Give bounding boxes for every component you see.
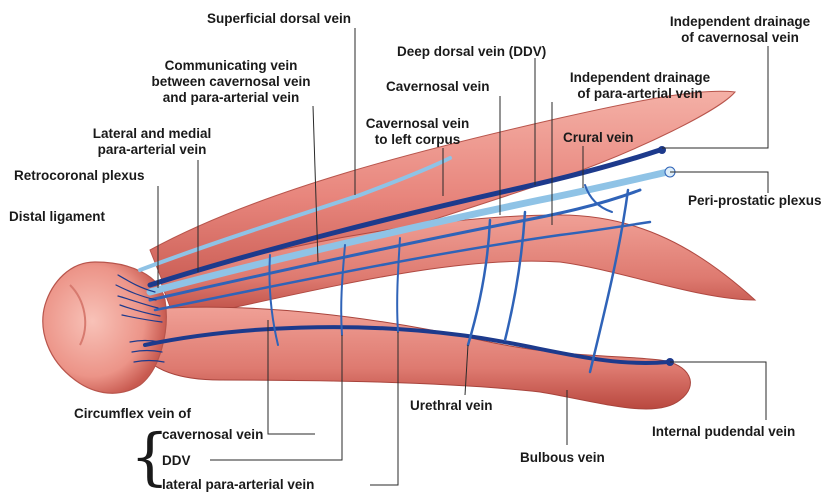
label-distal-ligament: Distal ligament (9, 209, 105, 225)
label-superficial-dorsal-vein: Superficial dorsal vein (207, 11, 351, 27)
label-cavernosal-left-corpus-line2: to left corpus (355, 132, 480, 148)
label-communicating-vein-line2: between cavernosal vein (136, 74, 326, 90)
label-peri-prostatic-plexus: Peri-prostatic plexus (688, 193, 822, 209)
corpus-spongiosum (140, 307, 690, 409)
label-lateral-medial-para-arterial-line2: para-arterial vein (72, 142, 232, 158)
label-lateral-medial-para-arterial: Lateral and medial para-arterial vein (72, 126, 232, 158)
label-independent-drainage-para: Independent drainage of para-arterial ve… (545, 70, 735, 102)
label-independent-drainage-cavernosal-line2: of cavernosal vein (650, 30, 830, 46)
label-crural-vein: Crural vein (563, 130, 634, 146)
leader-peri-prostatic (670, 172, 768, 193)
label-communicating-vein-line1: Communicating vein (136, 58, 326, 74)
deep-dorsal-vein-end (658, 146, 666, 154)
label-lateral-medial-para-arterial-line1: Lateral and medial (72, 126, 232, 142)
label-deep-dorsal-vein: Deep dorsal vein (DDV) (397, 44, 546, 60)
label-cavernosal-left-corpus-line1: Cavernosal vein (355, 116, 480, 132)
label-communicating-vein-line3: and para-arterial vein (136, 90, 326, 106)
label-cavernosal-left-corpus: Cavernosal vein to left corpus (355, 116, 480, 148)
glans (43, 262, 166, 393)
label-retrocoronal-plexus: Retrocoronal plexus (14, 168, 145, 184)
label-bulbous-vein: Bulbous vein (520, 450, 605, 466)
label-circumflex-lateral-para: lateral para-arterial vein (162, 477, 314, 493)
label-circumflex-ddv: DDV (162, 453, 191, 469)
label-independent-drainage-cavernosal-line1: Independent drainage (650, 14, 830, 30)
label-independent-drainage-para-line1: Independent drainage (545, 70, 735, 86)
label-circumflex-cavernosal: cavernosal vein (162, 427, 263, 443)
label-cavernosal-vein: Cavernosal vein (386, 79, 490, 95)
label-independent-drainage-cavernosal: Independent drainage of cavernosal vein (650, 14, 830, 46)
label-internal-pudendal-vein: Internal pudendal vein (652, 424, 795, 440)
label-independent-drainage-para-line2: of para-arterial vein (545, 86, 735, 102)
label-communicating-vein: Communicating vein between cavernosal ve… (136, 58, 326, 106)
label-urethral-vein: Urethral vein (410, 398, 493, 414)
